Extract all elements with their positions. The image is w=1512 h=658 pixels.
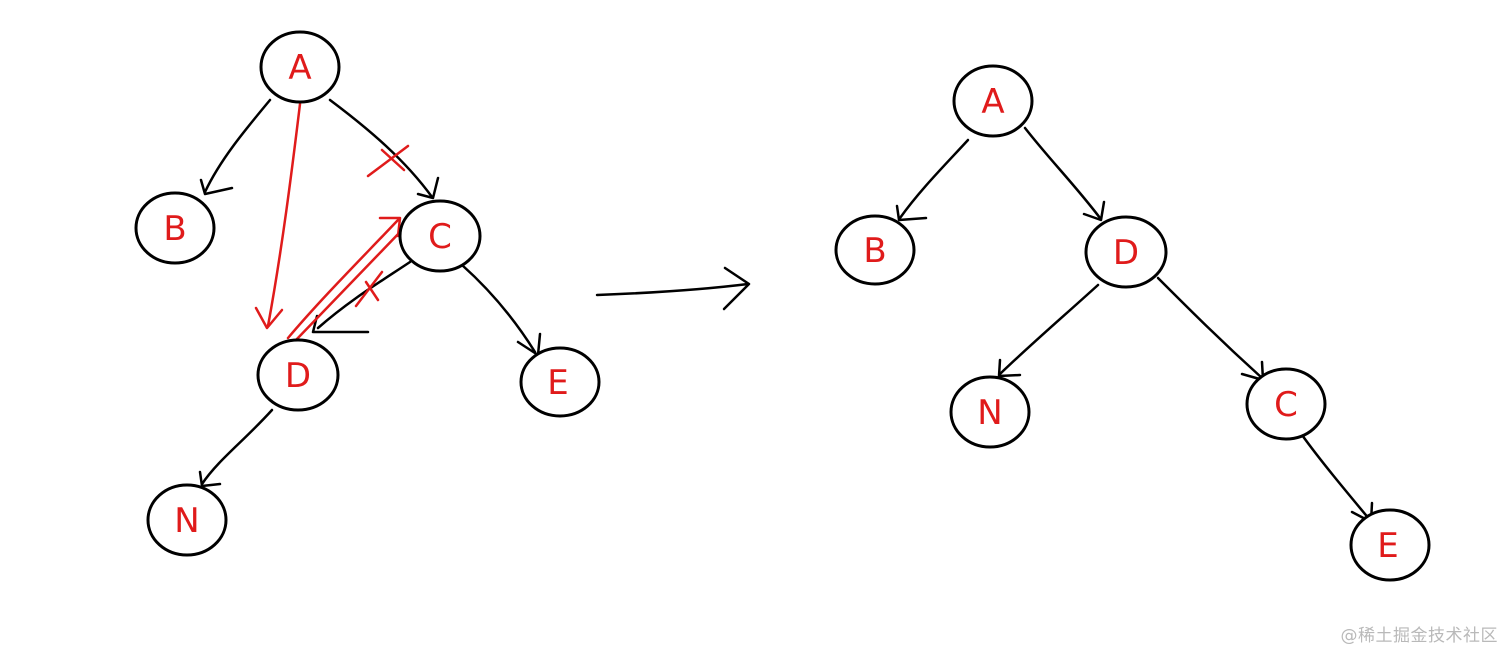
before-node-n: N	[146, 483, 228, 557]
after-edge-d-n	[998, 283, 1100, 376]
after-edge-c-e	[1300, 433, 1372, 522]
before-node-e-label: E	[547, 363, 568, 403]
arrowhead-new-a-d	[254, 306, 284, 330]
edge-new-a-d	[266, 102, 302, 328]
before-node-d-label: D	[285, 356, 311, 396]
edge-new-d-c	[286, 218, 400, 340]
edge-a-b	[203, 98, 272, 194]
after-node-e-label: E	[1377, 526, 1398, 566]
after-node-a-label: A	[981, 82, 1004, 122]
after-node-c: C	[1245, 367, 1327, 441]
edge-d-n	[200, 408, 274, 486]
after-node-n-label: N	[977, 393, 1002, 433]
before-node-c-label: C	[428, 217, 452, 257]
before-node-b-label: B	[163, 209, 186, 249]
after-node-n: N	[949, 375, 1031, 449]
right-arrow-icon	[595, 266, 751, 311]
edge-a-c	[328, 98, 434, 199]
after-node-b: B	[834, 214, 916, 286]
after-edge-d-c	[1156, 276, 1264, 380]
after-edge-a-d	[1023, 126, 1102, 220]
after-node-e: E	[1349, 508, 1431, 582]
watermark-text: @稀土掘金技术社区	[1340, 626, 1498, 646]
after-arrowhead-a-d	[1082, 200, 1106, 222]
edge-new-d-c-double	[294, 228, 404, 342]
after-node-a: A	[952, 64, 1034, 138]
before-node-e: E	[519, 346, 601, 418]
before-tree: A B C D E N	[134, 30, 601, 557]
after-node-d: D	[1084, 215, 1168, 289]
before-node-n-label: N	[174, 501, 199, 541]
before-node-a-label: A	[288, 48, 311, 88]
after-arrowhead-d-n	[997, 358, 1022, 378]
before-node-b: B	[134, 191, 216, 265]
edge-c-e	[460, 263, 537, 354]
arrowhead-a-c	[416, 176, 440, 200]
arrowhead-a-b	[199, 178, 234, 196]
after-edge-a-b	[898, 138, 970, 220]
removed-mark-c-d	[354, 270, 384, 308]
before-node-a: A	[259, 30, 341, 104]
after-tree: A B D N C E	[834, 64, 1431, 582]
arrowhead-new-d-c	[378, 216, 402, 238]
after-node-c-label: C	[1274, 385, 1298, 425]
after-node-b-label: B	[863, 231, 886, 271]
removed-mark-a-c	[366, 144, 410, 178]
before-node-d: D	[256, 338, 340, 412]
after-arrowhead-a-b	[895, 204, 928, 222]
before-node-c: C	[398, 199, 482, 273]
edge-c-d	[316, 260, 412, 330]
after-node-d-label: D	[1113, 233, 1139, 273]
